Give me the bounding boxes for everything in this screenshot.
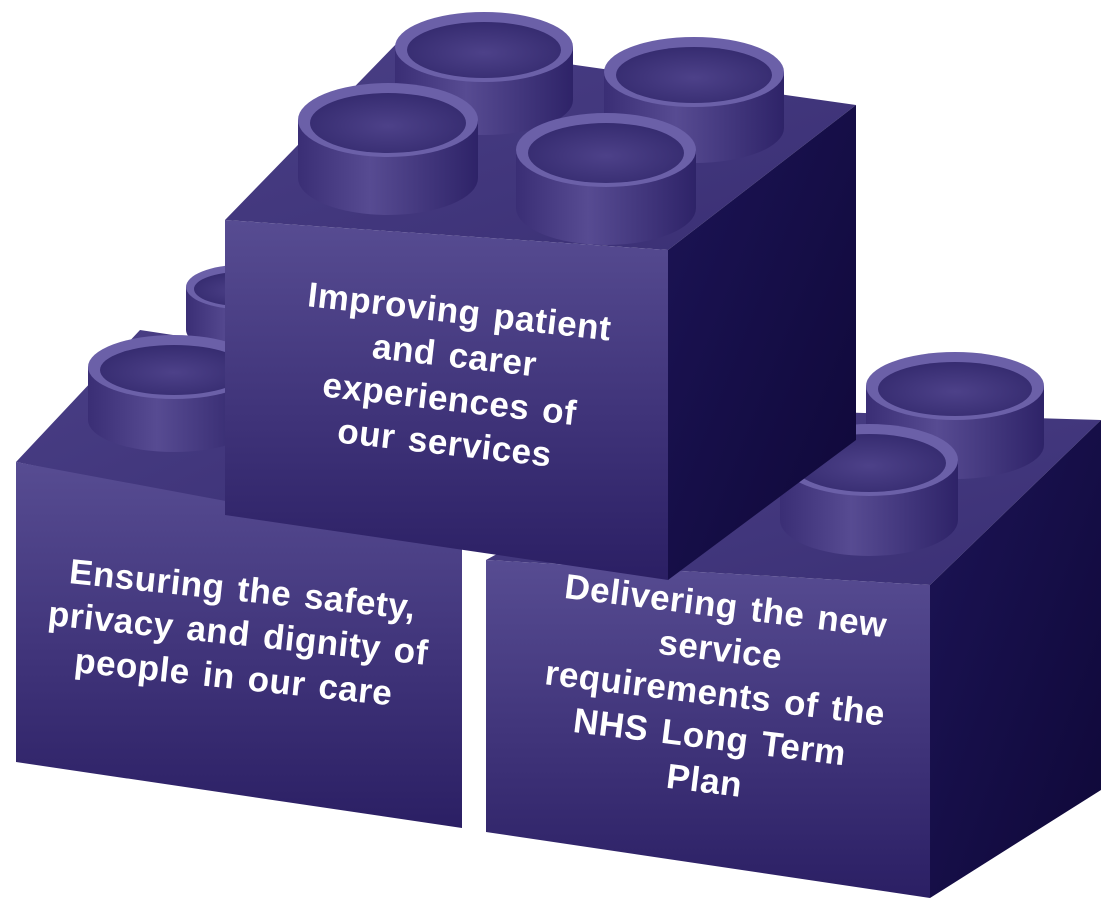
brick-right-front-face [486, 560, 930, 898]
brick-left-front-face [16, 462, 462, 828]
brick-top-side-face [668, 105, 856, 580]
brick-left-stud-front [88, 335, 260, 452]
brick-top-stud-front-left [298, 83, 478, 215]
brick-right-side-face [930, 420, 1101, 898]
brick-top-front-face [225, 220, 668, 580]
brick-top-stud-front-right [516, 113, 696, 245]
brick-top-stud-back-right [604, 37, 784, 163]
brick-top [225, 12, 856, 580]
